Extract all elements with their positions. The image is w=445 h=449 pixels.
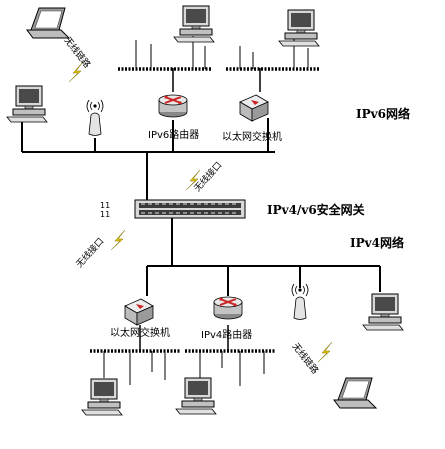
ethernet-switch-icon [124,298,154,326]
gateway-port-mark-1: 11 [100,201,110,210]
desktop-pc-icon [81,378,123,416]
laptop-icon [333,377,377,409]
wireless-access-point-icon [86,99,104,136]
gateway-port-mark-2: 11 [100,210,110,219]
router-icon [213,296,243,320]
desktop-pc-icon [278,9,320,47]
ipv4-router-label: IPv4路由器 [201,328,252,341]
desktop-pc-icon [175,377,217,415]
wireless-link-label-bottom: 无线链路 [290,340,322,376]
laptop-icon [26,7,70,39]
wireless-interface-label-upper: 无线接口 [191,159,224,194]
wireless-signal-icon [110,229,126,251]
ipv6-router-label: IPv6路由器 [148,128,199,141]
wireless-interface-label-lower: 无线接口 [73,235,106,270]
ipv4-switch-label: 以太网交换机 [110,326,170,339]
desktop-pc-icon [173,5,215,43]
gateway-label: IPv4/v6安全网关 [267,202,365,217]
ipv6-switch-label: 以太网交换机 [222,130,282,143]
desktop-pc-icon [362,293,404,331]
ipv4-network-label: IPv4网络 [350,235,404,250]
router-icon [158,94,188,118]
ipv6-network-label: IPv6网络 [356,106,410,121]
ethernet-switch-icon [239,94,269,122]
wireless-access-point-icon [291,283,309,320]
desktop-pc-icon [6,85,48,123]
wireless-link-label-top: 无线链路 [62,34,94,70]
wireless-signal-icon [317,341,333,363]
security-gateway-device [134,199,246,219]
